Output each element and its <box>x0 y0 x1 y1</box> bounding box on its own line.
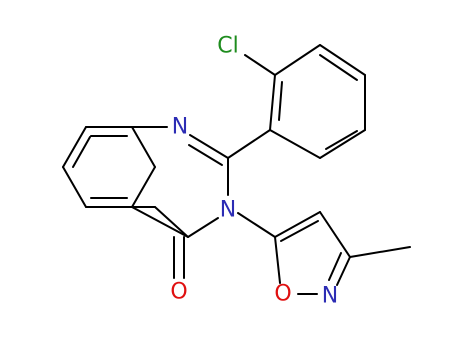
nitrogen-isoxazole-label: N <box>322 284 338 309</box>
nitrogen-label-mid: N <box>220 198 236 223</box>
pyrimidinone-ring <box>131 126 229 279</box>
nitrogen-label-top: N <box>172 115 188 140</box>
chlorine-label: Cl <box>217 34 238 59</box>
oxygen-isoxazole-label: O <box>274 282 291 307</box>
benzo-ring <box>62 126 156 208</box>
chlorophenyl-ring <box>227 44 366 159</box>
isoxazole-ring <box>237 211 411 295</box>
oxygen-carbonyl-label: O <box>170 280 187 305</box>
